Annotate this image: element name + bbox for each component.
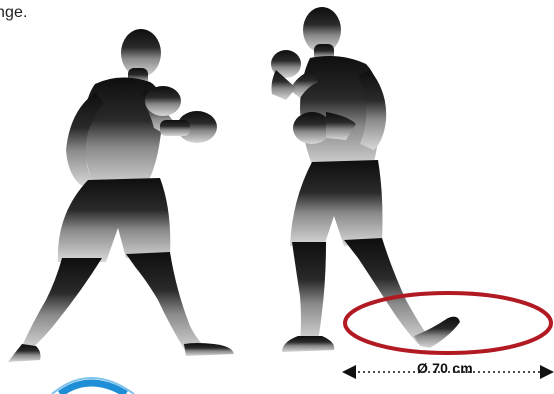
arrow-left-head <box>342 365 356 379</box>
corner-arc-decoration <box>60 383 126 394</box>
diameter-label: Ø 70 cm <box>417 360 473 376</box>
right-boxer-silhouette <box>271 7 460 352</box>
left-boxer-silhouette <box>8 29 234 362</box>
arrow-right-head <box>540 365 554 379</box>
